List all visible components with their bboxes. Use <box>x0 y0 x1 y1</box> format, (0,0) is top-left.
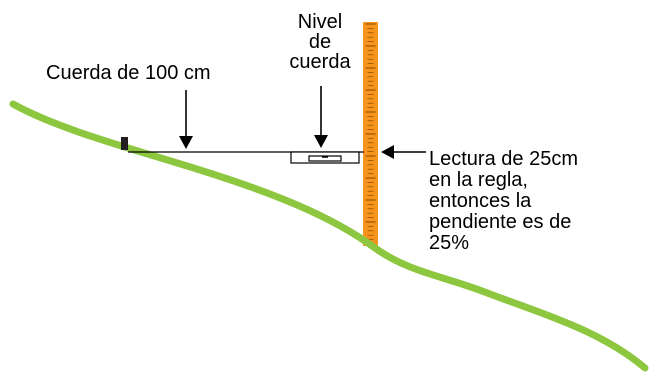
string-level-bubble <box>308 155 342 162</box>
string-level-label: Nivel de cuerda <box>278 12 362 72</box>
arrow-rope <box>179 90 193 149</box>
arrow-reading <box>381 145 426 159</box>
string-level-label-line-2: de <box>308 31 332 53</box>
stake <box>121 137 128 150</box>
ruler <box>363 22 378 246</box>
string-level-label-line-1: Nivel <box>297 11 343 33</box>
ruler-ticks <box>365 23 376 240</box>
reading-label-line-5: 25% <box>429 232 470 254</box>
reading-label: Lectura de 25cm en la regla, entonces la… <box>429 149 578 254</box>
reading-label-line-4: pendiente es de <box>429 211 572 233</box>
reading-label-line-1: Lectura de 25cm <box>429 148 578 170</box>
rope-label: Cuerda de 100 cm <box>46 62 211 84</box>
reading-label-line-2: en la regla, <box>429 169 528 191</box>
reading-label-line-3: entonces la <box>429 190 532 212</box>
string-level <box>290 151 360 164</box>
string-level-label-line-3: cuerda <box>289 51 351 73</box>
arrow-level <box>314 86 328 148</box>
